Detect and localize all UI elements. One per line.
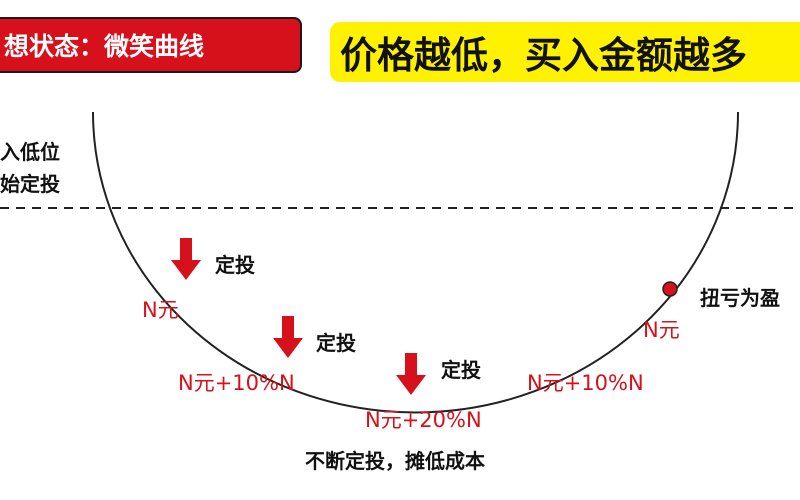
- bottom-caption: 不断定投，摊低成本: [305, 449, 485, 473]
- price-lower-buy-more-title: 价格越低，买入金额越多: [340, 34, 747, 77]
- invest-action-label: 定投: [215, 253, 255, 277]
- invest-action-label: 定投: [441, 358, 481, 382]
- invest-amount-label: N元+10%N: [178, 371, 295, 395]
- rising-amount-label: N元+10%N: [527, 371, 644, 395]
- invest-amount-label: N元: [142, 298, 179, 322]
- profit-point-dot: [662, 281, 678, 297]
- invest-amount-label: N元+20%N: [365, 408, 482, 432]
- profit-point-label: 扭亏为盈: [700, 286, 780, 310]
- profit-point-amount: N元: [643, 318, 680, 342]
- down-arrow-icon: [171, 238, 201, 280]
- smile-curve-title: 想状态：微笑曲线: [4, 32, 205, 61]
- down-arrow-icon: [273, 316, 303, 358]
- left-note-line2: 始定投: [0, 172, 60, 196]
- price-lower-buy-more-banner: 价格越低，买入金额越多: [330, 22, 800, 82]
- left-note-line1: 入低位: [0, 140, 60, 164]
- smile-curve-title-banner: 想状态：微笑曲线: [0, 17, 302, 73]
- down-arrow-icon: [396, 353, 426, 395]
- smile-curve: [92, 111, 739, 414]
- invest-action-label: 定投: [316, 331, 356, 355]
